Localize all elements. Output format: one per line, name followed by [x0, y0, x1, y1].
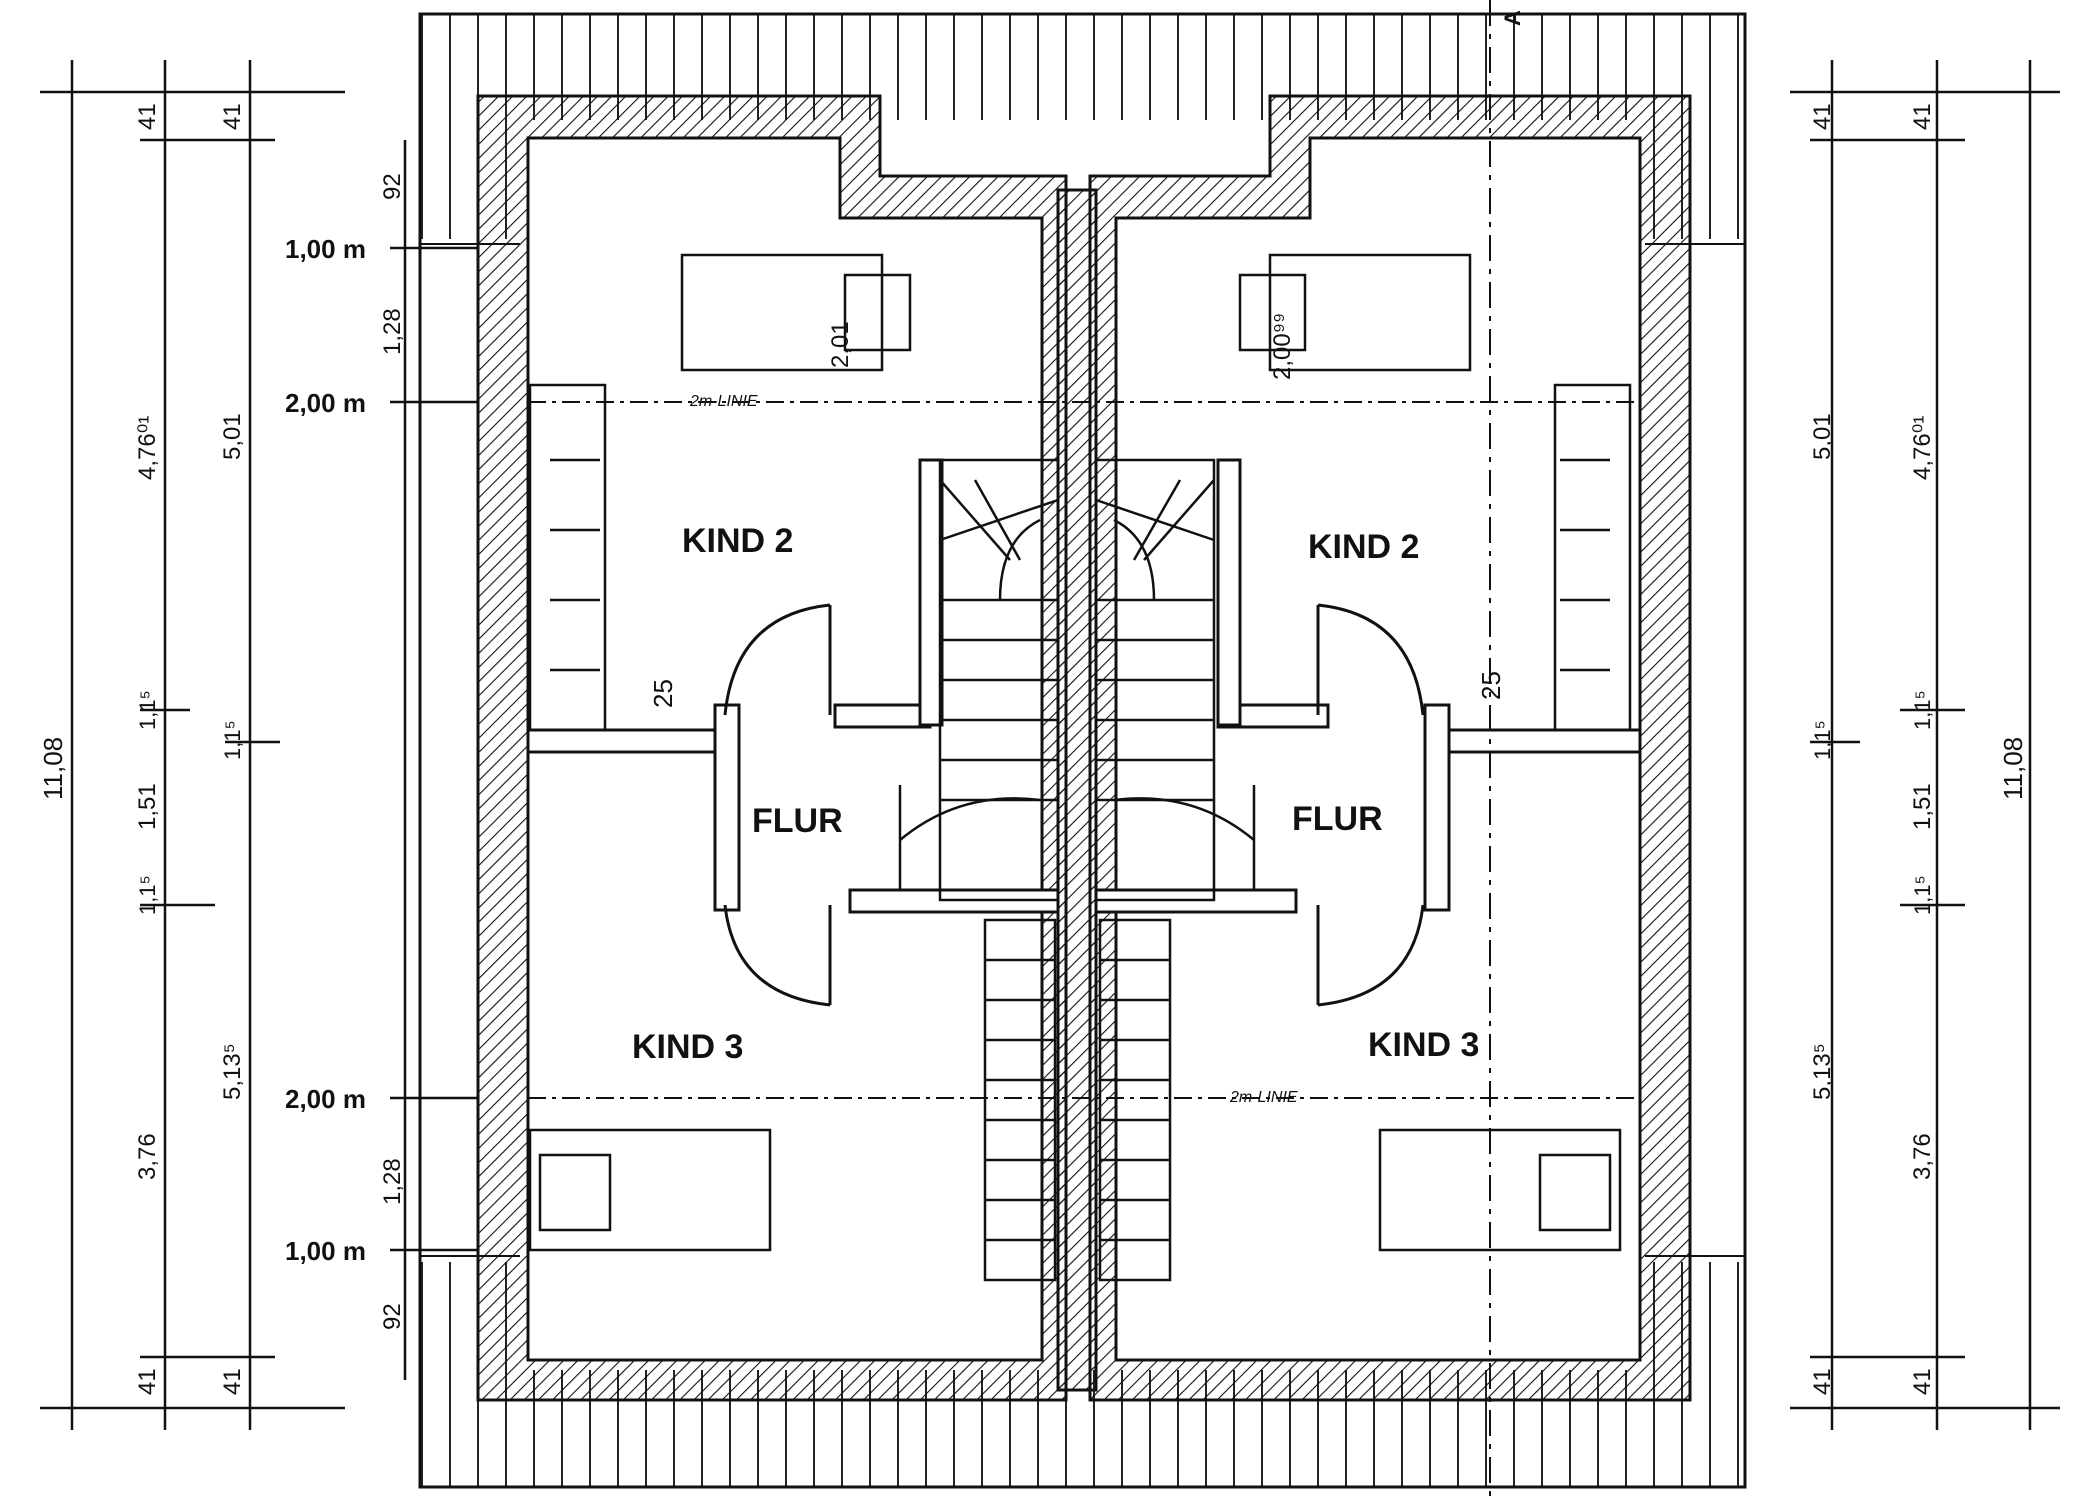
walls-right-unit	[1088, 94, 1692, 1402]
stair-left	[898, 458, 1060, 1282]
right-dimension-texts: 41 5,01 1,1⁵ 5,13⁵ 41 41 4,76⁰¹ 1,1⁵ 1,5…	[1809, 103, 2028, 1395]
left-dimension-texts: 11,08 41 4,76⁰¹ 1,1⁵ 1,51 1,1⁵ 3,76 41 4…	[38, 103, 406, 1395]
dim-c-501: 5,01	[1809, 413, 1836, 460]
room-kind2-right: KIND 2	[1308, 528, 1419, 566]
dim-slope-bottom-128: 1,28	[379, 1158, 406, 1205]
dim-a-41-top: 41	[134, 103, 161, 130]
dim-a-41-bottom: 41	[134, 1368, 161, 1395]
dim-total-left: 11,08	[38, 737, 68, 800]
walls-left-unit	[476, 94, 1068, 1402]
door-dim-left: 25	[648, 679, 678, 708]
dim-d-41-top: 41	[1909, 103, 1936, 130]
room-kind3-right: KIND 3	[1368, 1026, 1479, 1064]
dim-d-115-1: 1,1⁵	[1910, 690, 1935, 730]
dim-a-376: 3,76	[134, 1133, 161, 1180]
bed-dim-right: 2,00⁹⁹	[1269, 313, 1296, 380]
wardrobes	[528, 383, 1632, 732]
two-m-line-label-top: 2m-LINIE	[689, 393, 758, 410]
dim-c-115: 1,1⁵	[1810, 720, 1835, 760]
dim-b-501: 5,01	[219, 413, 246, 460]
room-flur-left: FLUR	[752, 802, 843, 840]
level-top-2m: 2,00 m	[285, 388, 366, 418]
beds	[528, 253, 1622, 1252]
dim-b-41-bottom: 41	[219, 1368, 246, 1395]
party-wall	[1056, 188, 1098, 1392]
left-dimension-lines	[40, 60, 478, 1430]
room-flur-right: FLUR	[1292, 800, 1383, 838]
dim-c-5135: 5,13⁵	[1809, 1043, 1836, 1100]
partitions	[526, 458, 1642, 914]
two-m-line-label-bottom: 2m-LINIE	[1229, 1089, 1298, 1106]
dim-c-41-bottom: 41	[1809, 1368, 1836, 1395]
dim-total-right: 11,08	[1998, 737, 2028, 800]
dim-a-151: 1,51	[134, 783, 161, 830]
room-kind2-left: KIND 2	[682, 522, 793, 560]
level-top-1m: 1,00 m	[285, 234, 366, 264]
door-dim-right: 25	[1476, 671, 1506, 700]
room-kind3-left: KIND 3	[632, 1028, 743, 1066]
level-bottom-1m: 1,00 m	[285, 1236, 366, 1266]
dim-a-476: 4,76⁰¹	[134, 416, 161, 480]
stair-right	[1094, 458, 1256, 1282]
dim-d-476: 4,76⁰¹	[1909, 416, 1936, 480]
dim-a-115-1: 1,1⁵	[135, 690, 160, 730]
dim-slope-top-92: 92	[379, 173, 406, 200]
dim-d-376: 3,76	[1909, 1133, 1936, 1180]
dim-slope-top-128: 1,28	[379, 308, 406, 355]
dim-b-115: 1,1⁵	[220, 720, 245, 760]
bed-dim-left: 2,01	[827, 321, 854, 368]
dim-c-41-top: 41	[1809, 103, 1836, 130]
section-marker: A	[1500, 10, 1525, 26]
dim-d-151: 1,51	[1909, 783, 1936, 830]
two-meter-lines	[528, 401, 1640, 1099]
right-dimension-lines	[1790, 60, 2060, 1430]
dim-d-115-2: 1,1⁵	[1910, 875, 1935, 915]
door-swings	[723, 603, 1425, 1007]
dim-b-5135: 5,13⁵	[219, 1043, 246, 1100]
level-bottom-2m: 2,00 m	[285, 1084, 366, 1114]
dim-b-41-top: 41	[219, 103, 246, 130]
dim-a-115-2: 1,1⁵	[135, 875, 160, 915]
dim-slope-bottom-92: 92	[379, 1303, 406, 1330]
dim-d-41-bottom: 41	[1909, 1368, 1936, 1395]
